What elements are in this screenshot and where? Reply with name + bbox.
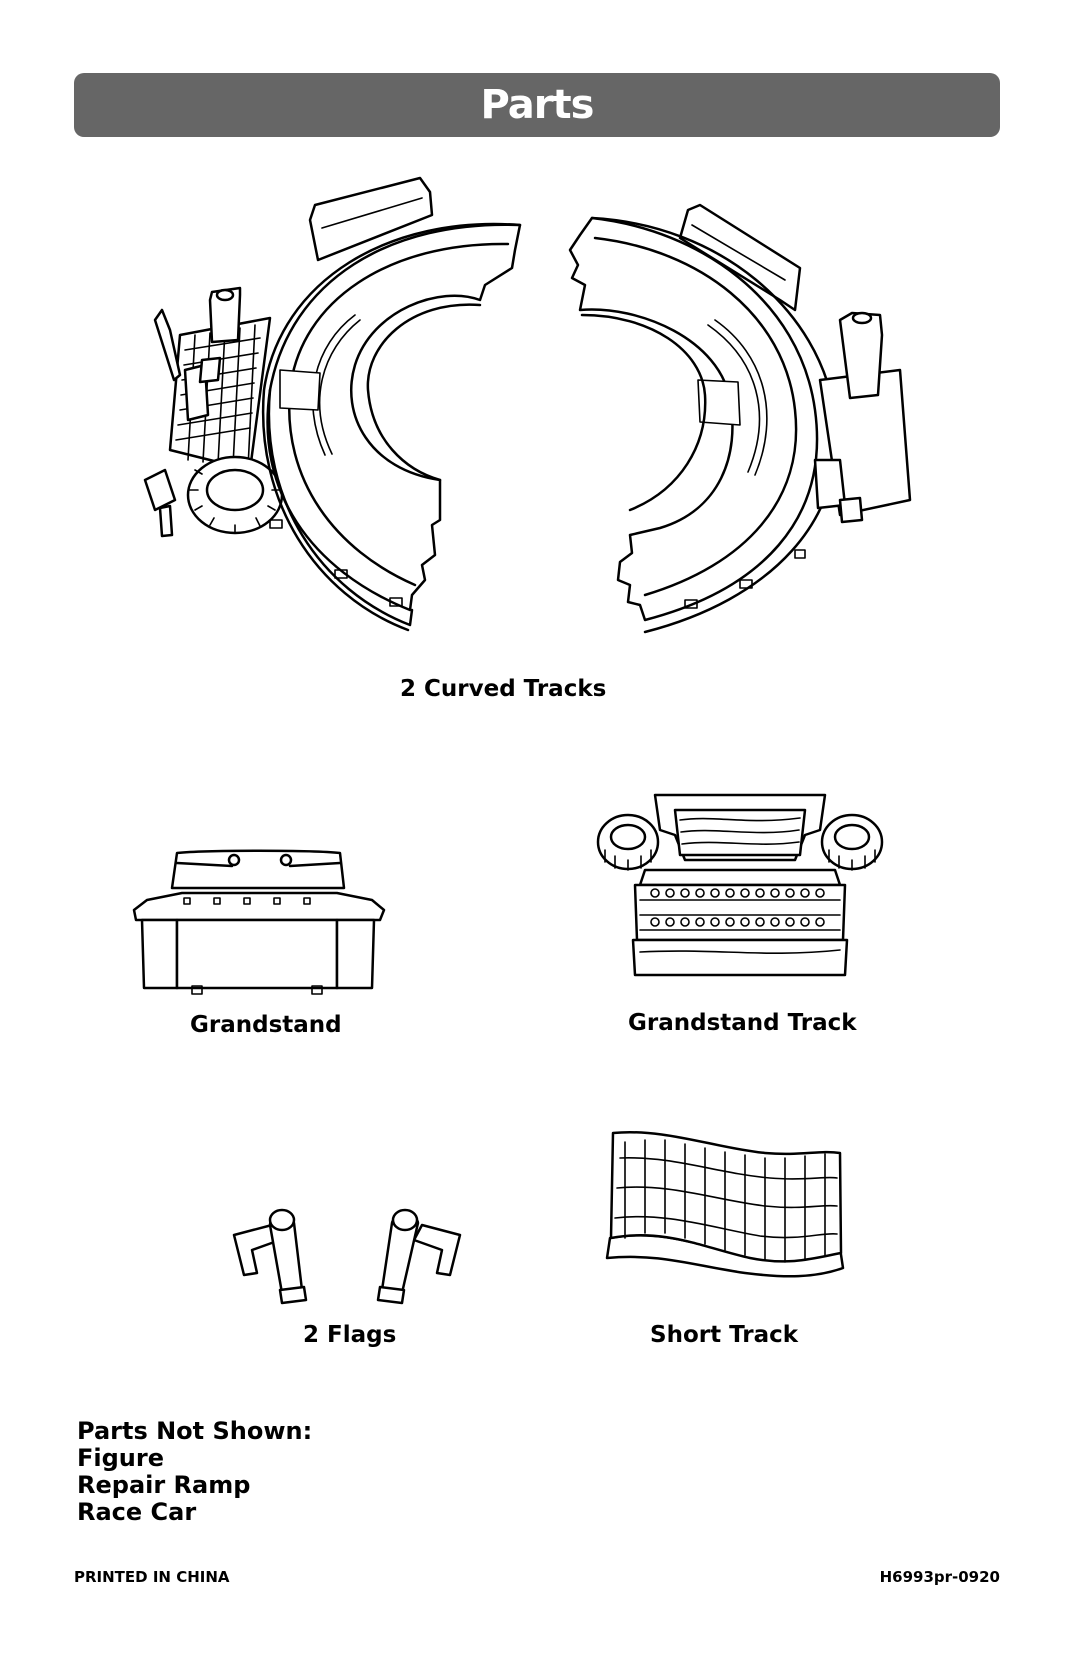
parts-not-shown-list: Parts Not Shown: Figure Repair Ramp Race… — [77, 1418, 312, 1526]
title-banner: Parts — [74, 73, 1000, 137]
grandstand-track-illustration — [595, 790, 895, 985]
footer-printed-in: PRINTED IN CHINA — [74, 1568, 230, 1586]
right-curved-track — [568, 203, 912, 634]
flags-illustration — [232, 1205, 462, 1305]
page-title: Parts — [480, 82, 595, 128]
caption-flags: 2 Flags — [303, 1322, 397, 1348]
parts-not-shown-heading: Parts Not Shown: — [77, 1417, 313, 1445]
grandstand-illustration — [132, 848, 386, 998]
left-curved-track — [143, 176, 522, 632]
list-item: Repair Ramp — [77, 1471, 251, 1499]
list-item: Figure — [77, 1444, 164, 1472]
list-item: Race Car — [77, 1498, 197, 1526]
footer-code: H6993pr-0920 — [879, 1568, 1000, 1586]
caption-short-track: Short Track — [650, 1322, 799, 1348]
curved-tracks-illustration — [140, 170, 930, 670]
caption-curved-tracks: 2 Curved Tracks — [400, 676, 607, 702]
short-track-illustration — [605, 1128, 845, 1278]
caption-grandstand: Grandstand — [190, 1012, 342, 1038]
caption-grandstand-track: Grandstand Track — [628, 1010, 857, 1036]
